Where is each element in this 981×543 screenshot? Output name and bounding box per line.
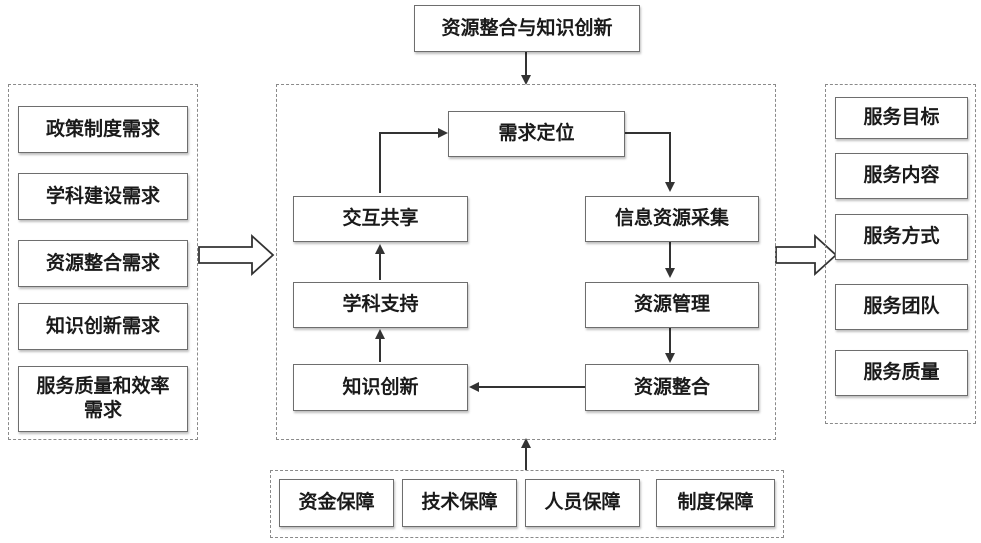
top-box: 资源整合与知识创新 [414,5,640,52]
service-quality: 服务质量 [835,350,968,396]
need-policy-system: 政策制度需求 [18,106,188,153]
need-discipline-construction: 学科建设需求 [18,173,188,220]
knowledge-innovation-box: 知识创新 [293,364,468,411]
service-team: 服务团队 [835,284,968,330]
guarantee-funding: 资金保障 [279,479,394,527]
resource-management-box: 资源管理 [585,282,759,328]
interactive-sharing-box: 交互共享 [293,196,468,242]
bottom-guarantees-group [270,470,784,538]
resource-integration-box: 资源整合 [585,364,759,411]
need-service-quality-efficiency: 服务质量和效率需求 [18,366,188,432]
service-goal: 服务目标 [835,97,968,139]
right-services-group [825,84,976,424]
info-collection-box: 信息资源采集 [585,196,759,242]
need-resource-integration: 资源整合需求 [18,240,188,287]
discipline-support-box: 学科支持 [293,282,468,328]
demand-positioning-box: 需求定位 [448,111,625,157]
hollow-arrow-left-to-center [198,233,275,277]
guarantee-technology: 技术保障 [402,479,517,527]
guarantee-personnel: 人员保障 [525,479,640,527]
need-knowledge-innovation: 知识创新需求 [18,303,188,350]
guarantee-institution: 制度保障 [656,479,775,527]
arrow-demand-to-collection [625,132,675,192]
arrow-sharing-to-demand [379,128,448,193]
service-content: 服务内容 [835,153,968,199]
center-panel [276,84,776,440]
service-method: 服务方式 [835,214,968,260]
left-needs-group [8,84,198,440]
